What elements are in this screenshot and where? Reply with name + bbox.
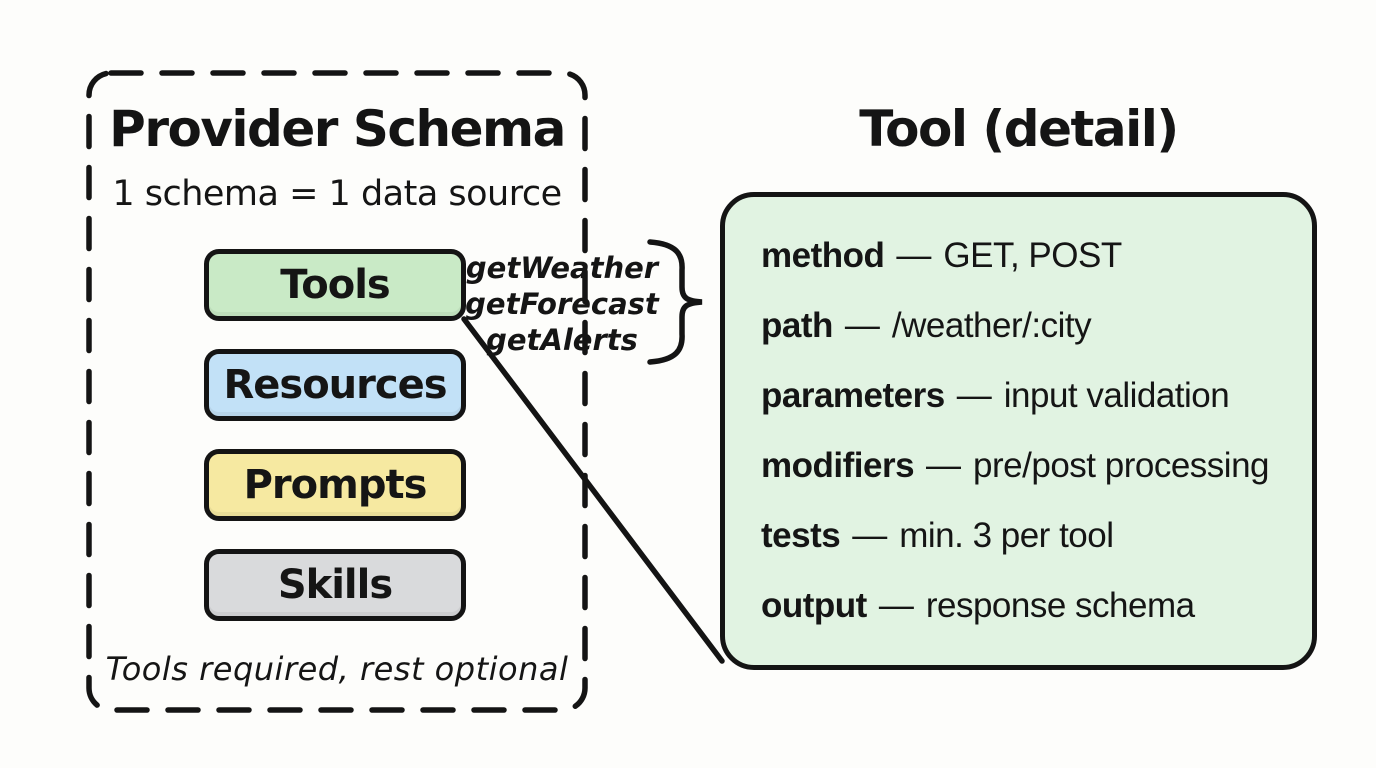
detail-row-parameters: parameters — input validation	[761, 361, 1298, 431]
dash-separator: —	[878, 586, 914, 625]
prompts-box: Prompts	[204, 449, 466, 521]
curly-brace-icon	[647, 239, 703, 365]
annotation-get-weather: getWeather	[465, 251, 659, 285]
tools-to-detail-connector-line	[461, 316, 725, 664]
tools-box-label: Tools	[280, 262, 390, 308]
tool-detail-panel: method — GET, POST path — /weather/:city…	[720, 192, 1317, 670]
detail-label: modifiers	[761, 446, 915, 485]
detail-label: parameters	[761, 376, 945, 415]
detail-row-method: method — GET, POST	[761, 221, 1298, 291]
provider-schema-box-stack: Tools Resources Prompts Skills	[204, 249, 466, 621]
detail-desc: min. 3 per tool	[899, 516, 1114, 555]
detail-row-modifiers: modifiers — pre/post processing	[761, 431, 1298, 501]
resources-box: Resources	[204, 349, 466, 421]
detail-label: method	[761, 236, 885, 275]
detail-label: path	[761, 306, 833, 345]
provider-schema-subtitle: 1 schema = 1 data source	[112, 174, 562, 214]
skills-box-label: Skills	[277, 562, 393, 608]
provider-schema-dashed-border	[86, 70, 588, 713]
detail-row-tests: tests — min. 3 per tool	[761, 501, 1298, 571]
detail-row-path: path — /weather/:city	[761, 291, 1298, 361]
tool-detail-item-list: method — GET, POST path — /weather/:city…	[761, 221, 1298, 641]
prompts-box-label: Prompts	[243, 462, 428, 508]
detail-label: output	[761, 586, 867, 625]
dash-separator: —	[852, 516, 888, 555]
resources-box-label: Resources	[223, 362, 447, 408]
tool-detail-title: Tool (detail)	[859, 100, 1179, 158]
detail-desc: /weather/:city	[891, 306, 1092, 345]
detail-label: tests	[761, 516, 841, 555]
dash-separator: —	[926, 446, 962, 485]
annotation-get-alerts: getAlerts	[486, 323, 638, 357]
detail-row-output: output — response schema	[761, 571, 1298, 641]
dash-separator: —	[956, 376, 992, 415]
provider-schema-title: Provider Schema	[109, 100, 566, 158]
detail-desc: pre/post processing	[973, 446, 1269, 485]
provider-schema-footnote: Tools required, rest optional	[105, 650, 569, 688]
detail-desc: input validation	[1003, 376, 1230, 415]
detail-desc: GET, POST	[943, 236, 1122, 275]
annotation-get-forecast: getForecast	[465, 287, 659, 321]
skills-box: Skills	[204, 549, 466, 621]
detail-desc: response schema	[925, 586, 1195, 625]
dash-separator: —	[896, 236, 932, 275]
dash-separator: —	[844, 306, 880, 345]
tools-box: Tools	[204, 249, 466, 321]
tool-name-annotations: getWeather getForecast getAlerts	[462, 250, 662, 358]
